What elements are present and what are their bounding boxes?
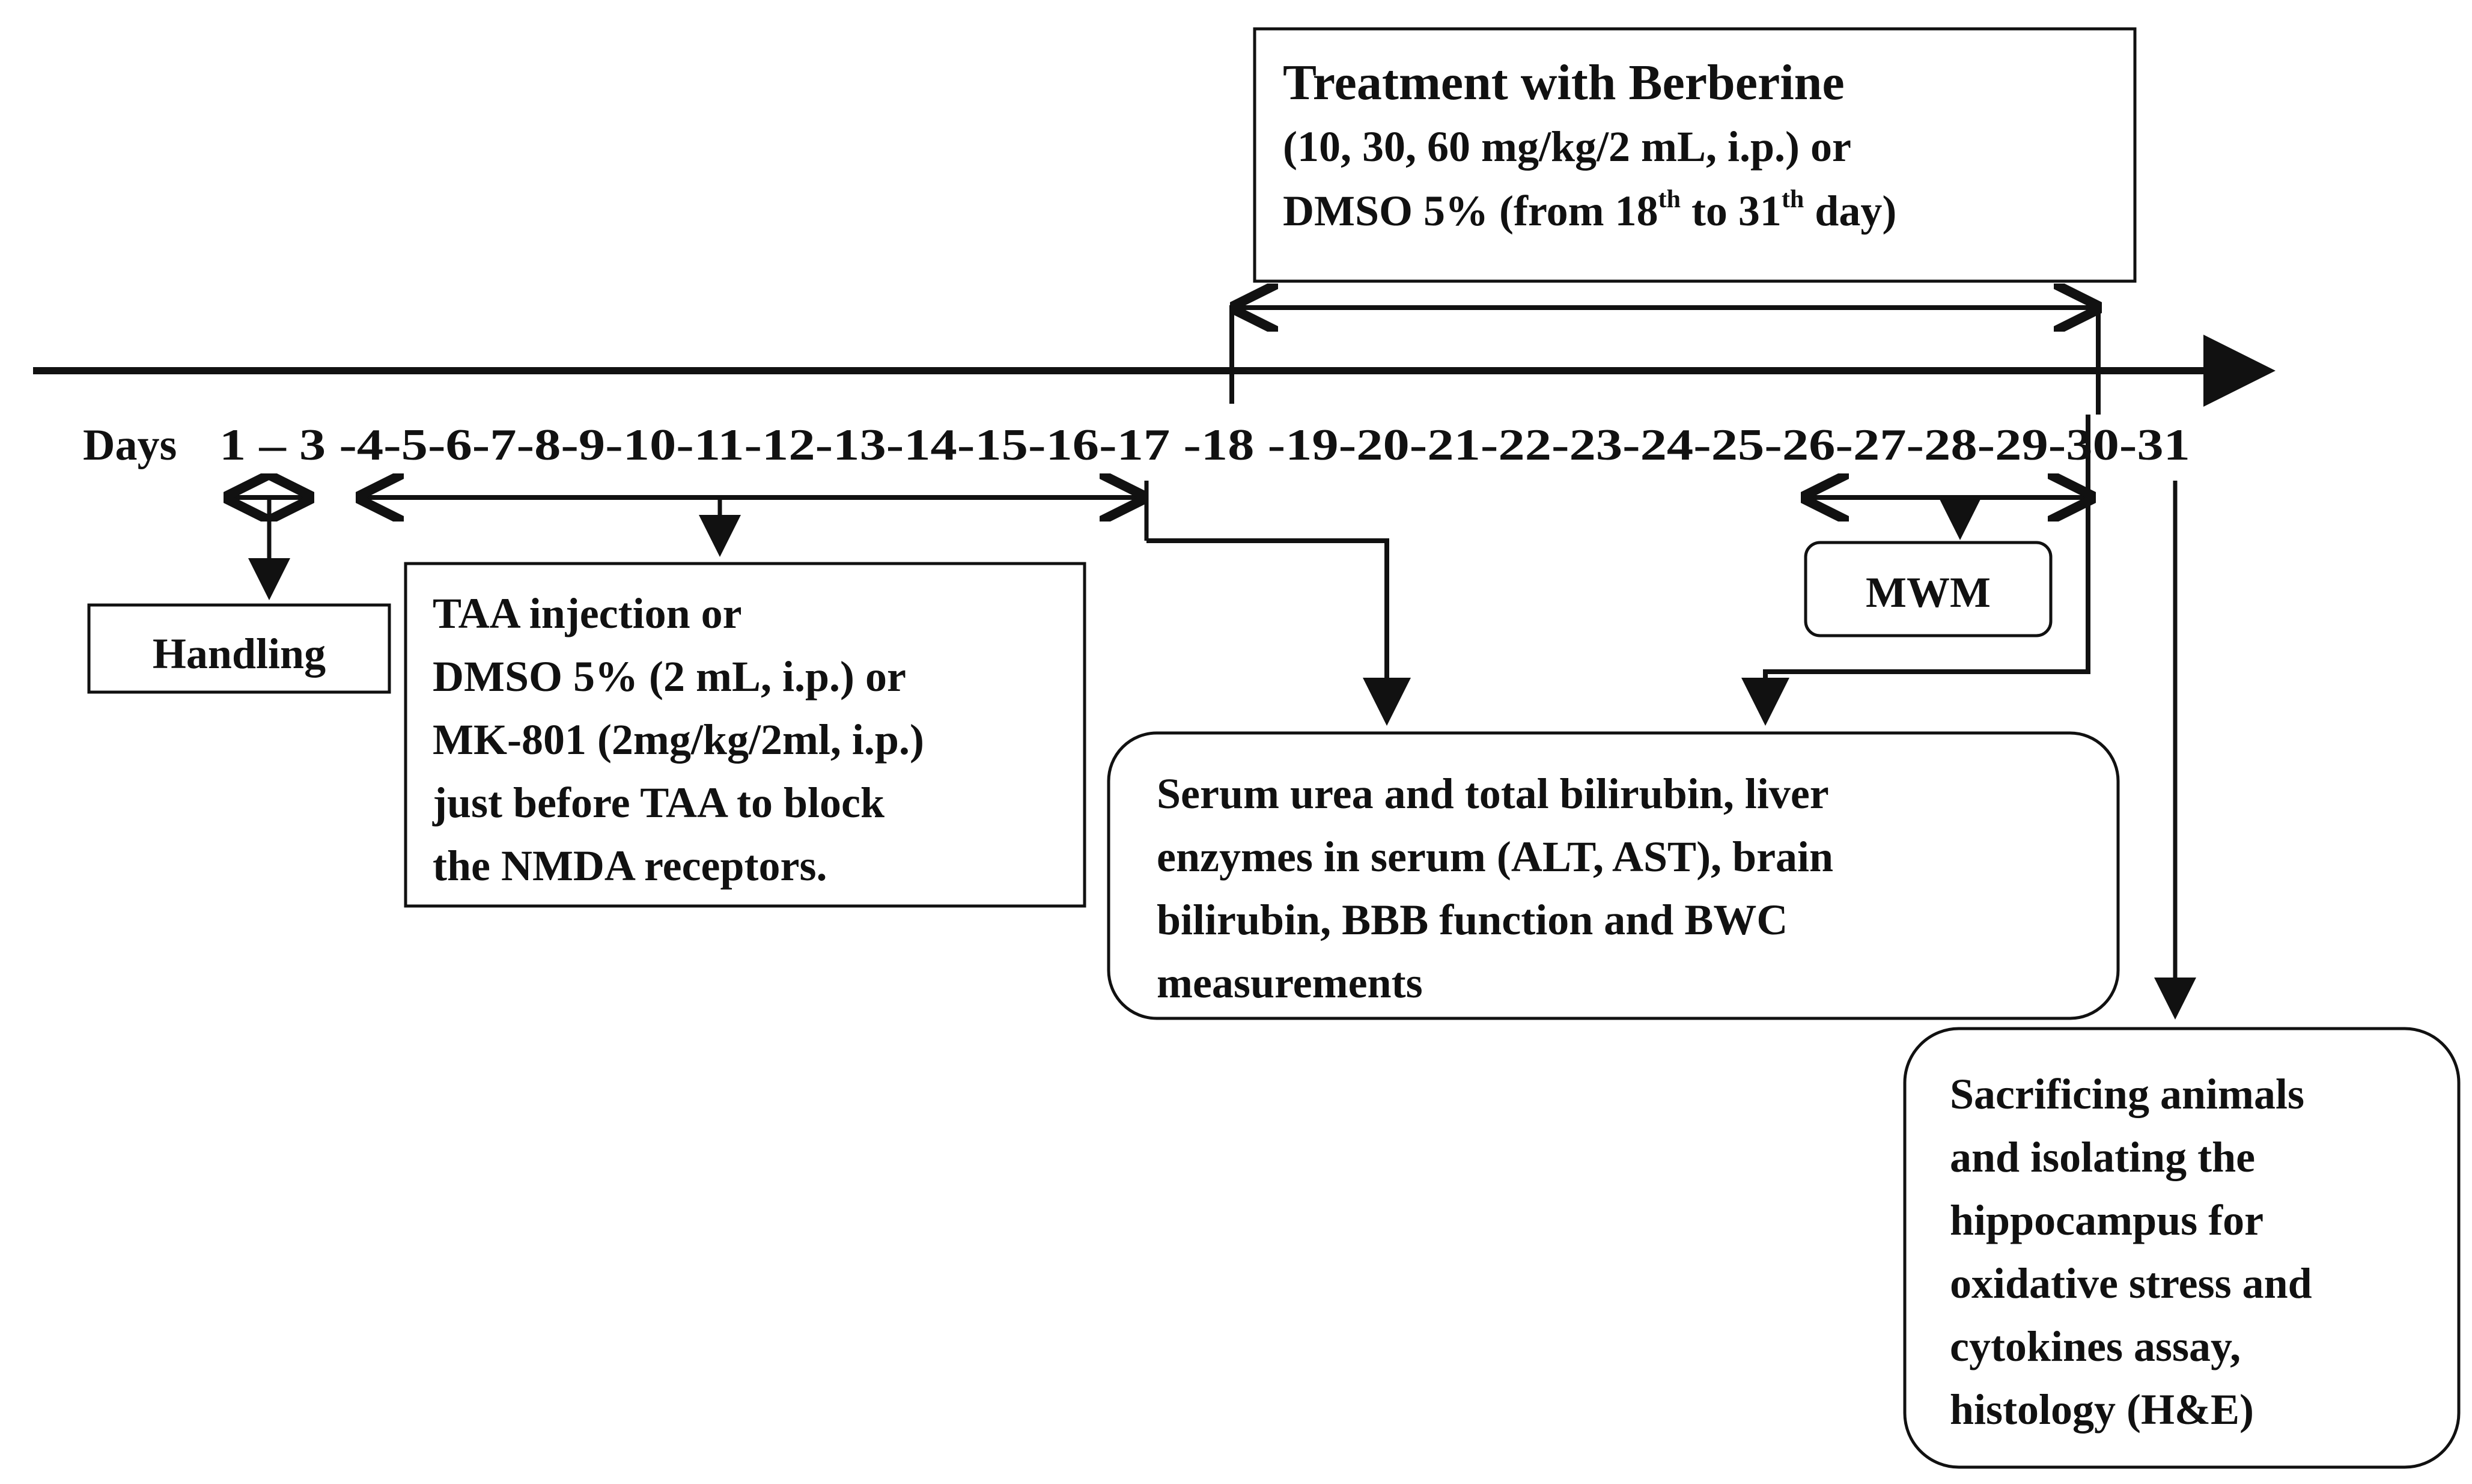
treatment-line2: DMSO 5% (from 18th to 31th day) xyxy=(1283,186,1896,235)
serum-line-2: enzymes in serum (ALT, AST), brain xyxy=(1157,833,1833,881)
serum-measurements-box xyxy=(1107,731,2120,1020)
taa-box xyxy=(404,562,1086,908)
taa-line-2: DMSO 5% (2 mL, i.p.) or xyxy=(433,652,906,701)
serum-line-1: Serum urea and total bilirubin, liver xyxy=(1157,770,1829,818)
serum-line-4: measurements xyxy=(1157,959,1423,1007)
taa-line-4: just before TAA to block xyxy=(432,779,884,827)
sacrifice-line-4: oxidative stress and xyxy=(1950,1259,2312,1307)
day-ticks: 1 – 3 -4-5-6-7-8-9-10-11-12-13-14-15-16-… xyxy=(219,421,2190,470)
serum-line-3: bilirubin, BBB function and BWC xyxy=(1157,896,1788,944)
taa-line-1: TAA injection or xyxy=(433,589,742,637)
day17-to-serum-connector xyxy=(1146,538,1411,726)
sacrifice-line-2: and isolating the xyxy=(1950,1133,2255,1181)
treatment-sup-31: th xyxy=(1782,186,1804,213)
treatment-line1: (10, 30, 60 mg/kg/2 mL, i.p.) or xyxy=(1283,123,1851,171)
sacrifice-box xyxy=(1903,1027,2461,1469)
treatment-line2-mid: to 31 xyxy=(1681,187,1782,235)
sacrifice-line-5: cytokines assay, xyxy=(1950,1322,2241,1370)
mwm-box xyxy=(1804,541,2053,637)
taa-line-5: the NMDA receptors. xyxy=(433,842,827,890)
handling-label: Handling xyxy=(153,630,326,678)
mwm-label: MWM xyxy=(1866,568,1991,616)
treatment-title: Treatment with Berberine xyxy=(1283,55,1845,111)
handling-box xyxy=(87,603,391,694)
sacrifice-line-3: hippocampus for xyxy=(1950,1196,2263,1244)
treatment-box xyxy=(1253,27,2137,283)
days-label: Days xyxy=(83,421,177,470)
sacrifice-line-1: Sacrificing animals xyxy=(1950,1070,2304,1118)
treatment-sup-18: th xyxy=(1658,186,1681,213)
sacrifice-line-6: histology (H&E) xyxy=(1950,1385,2254,1434)
taa-line-3: MK-801 (2mg/kg/2ml, i.p.) xyxy=(433,716,924,764)
day30-to-serum-connector xyxy=(1741,415,2090,726)
treatment-line2-suffix: day) xyxy=(1804,187,1896,235)
treatment-line2-prefix: DMSO 5% (from 18 xyxy=(1283,187,1658,235)
